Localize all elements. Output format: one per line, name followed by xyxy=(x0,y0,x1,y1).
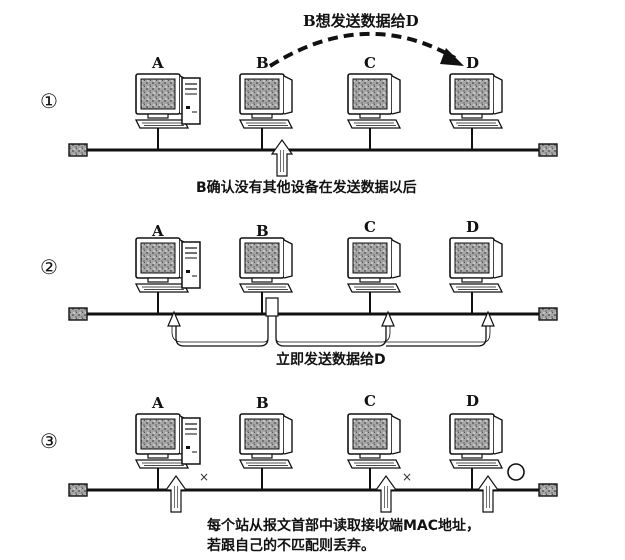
station-label-d-2: D xyxy=(466,218,479,236)
diagram-title: B想发送数据给D xyxy=(303,12,419,30)
step-1-caption: B确认没有其他设备在发送数据以后 xyxy=(196,179,417,196)
broadcast-path-inner xyxy=(171,300,491,343)
station-label-a-2: A xyxy=(151,222,164,240)
station-c-computer-3 xyxy=(347,413,401,469)
send-intent-arc xyxy=(268,31,456,68)
station-d-computer xyxy=(449,73,503,129)
station-c-computer xyxy=(347,73,401,129)
station-label-a-1: A xyxy=(151,54,164,72)
broadcast-arrow-d xyxy=(481,310,495,327)
reject-mark-c: × xyxy=(402,470,412,484)
accept-mark-d xyxy=(507,463,525,481)
read-arrow-a xyxy=(165,475,187,513)
station-a-tower-2 xyxy=(181,241,201,289)
station-a-tower-3 xyxy=(181,417,201,465)
terminator-right-1 xyxy=(538,143,558,157)
station-label-b-2: B xyxy=(256,222,269,240)
step-1: ① B想发送数据给D A B C D B确认没有其他设备在发送数据以后 xyxy=(40,12,558,196)
broadcast-arrow-a xyxy=(167,310,181,327)
station-c-computer-2 xyxy=(347,237,401,293)
step-3-marker: ③ xyxy=(40,429,58,453)
terminator-left-3 xyxy=(68,483,88,497)
station-label-c-2: C xyxy=(364,218,376,236)
step-3-caption-line1: 每个站从报文首部中读取接收端MAC地址， xyxy=(207,517,480,534)
station-b-computer-2 xyxy=(239,237,293,293)
station-a-computer xyxy=(135,73,189,129)
station-b-computer-3 xyxy=(239,413,293,469)
step-2-marker: ② xyxy=(40,255,58,279)
broadcast-source xyxy=(265,297,279,317)
terminator-right-2 xyxy=(538,307,558,321)
broadcast-path xyxy=(175,300,487,347)
broadcast-arrow-c xyxy=(381,310,395,327)
station-b-computer xyxy=(239,73,293,129)
station-a-computer-3 xyxy=(135,413,189,469)
step-1-marker: ① xyxy=(40,89,58,113)
carrier-sense-arrow xyxy=(271,139,293,177)
station-a-computer-2 xyxy=(135,237,189,293)
step-3-caption-line2: 若跟自己的不匹配则丢弃。 xyxy=(206,537,375,554)
station-label-c-3: C xyxy=(364,392,376,410)
step-2-caption: 立即发送数据给D xyxy=(276,351,386,368)
station-label-a-3: A xyxy=(151,394,164,412)
station-d-computer-3 xyxy=(449,413,503,469)
send-intent-arrowhead xyxy=(440,48,464,66)
step-2: ② A B C D 立即发送数据给D xyxy=(40,218,558,368)
station-label-b-3: B xyxy=(256,394,269,412)
terminator-left-2 xyxy=(68,307,88,321)
station-d-computer-2 xyxy=(449,237,503,293)
read-arrow-c xyxy=(375,475,397,513)
read-arrow-d xyxy=(477,475,499,513)
station-label-d-1: D xyxy=(466,54,479,72)
terminator-left-1 xyxy=(68,143,88,157)
terminator-right-3 xyxy=(538,483,558,497)
station-label-c-1: C xyxy=(364,54,376,72)
station-a-tower xyxy=(181,77,201,125)
step-3: ③ A B C D × × 每个站从报文首部中读取接收端MAC地址， 若跟自己的… xyxy=(40,392,558,554)
station-label-d-3: D xyxy=(466,392,479,410)
station-label-b-1: B xyxy=(256,54,269,72)
reject-mark-a: × xyxy=(199,470,209,484)
